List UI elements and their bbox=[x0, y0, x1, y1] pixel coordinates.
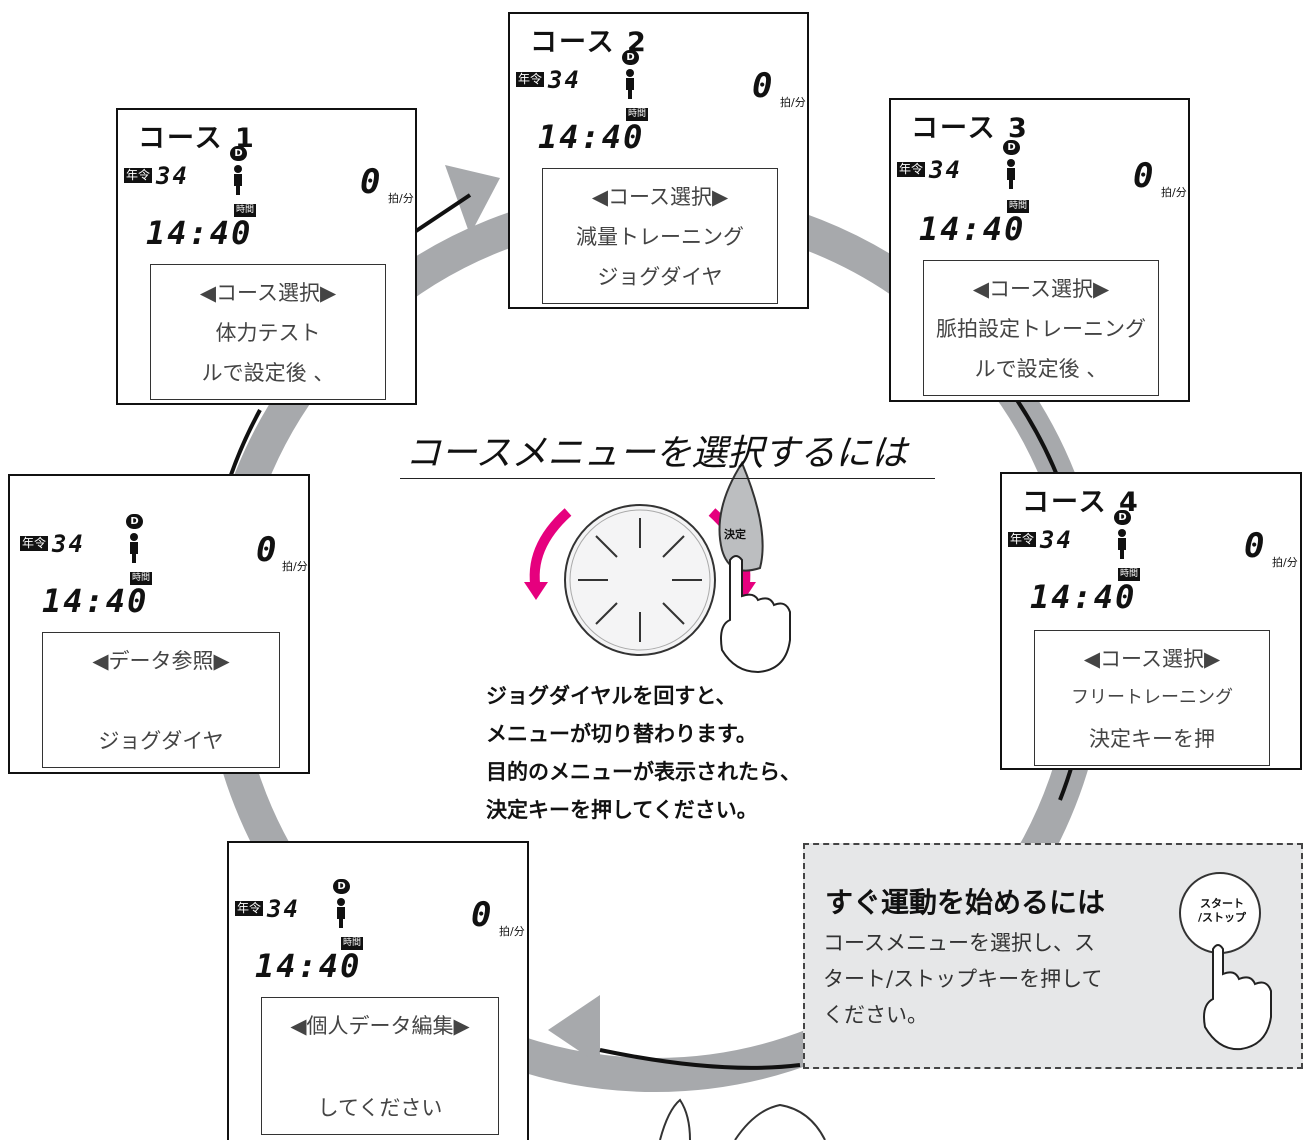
d-icon: D bbox=[126, 514, 143, 529]
quick-start-body-line2: タート/ストップキーを押して bbox=[823, 967, 1103, 991]
person-icon bbox=[130, 533, 138, 563]
time-value: 14:40 bbox=[255, 947, 362, 985]
age-badge: 年令 bbox=[897, 162, 926, 177]
person-icon bbox=[234, 165, 242, 195]
time-value: 14:40 bbox=[538, 118, 645, 156]
age-badge: 年令 bbox=[20, 536, 49, 551]
d-icon: D bbox=[230, 146, 247, 161]
pulse-value: 0 bbox=[1133, 156, 1156, 196]
pulse-value: 0 bbox=[471, 895, 494, 935]
pulse-value: 0 bbox=[256, 530, 279, 570]
menu-screen: ◀個人データ編集▶ してください bbox=[261, 997, 499, 1135]
pulse-unit: 拍/分 bbox=[780, 96, 806, 109]
pulse-unit: 拍/分 bbox=[388, 192, 414, 205]
hand-pointer-icon bbox=[1203, 944, 1272, 1051]
cycle-arrowhead-top bbox=[445, 165, 500, 235]
person-icon bbox=[1007, 159, 1015, 189]
age-badge: 年令 bbox=[1008, 532, 1037, 547]
instruction-line2: メニューが切り替わります。 bbox=[486, 722, 757, 746]
time-value: 14:40 bbox=[919, 210, 1026, 248]
menu-line3: ルで設定後 、 bbox=[201, 361, 335, 385]
age-value: 34 bbox=[52, 530, 85, 558]
pulse-value: 0 bbox=[360, 162, 383, 202]
time-value: 14:40 bbox=[42, 582, 149, 620]
age-badge: 年令 bbox=[235, 901, 264, 916]
time-value: 14:40 bbox=[1030, 578, 1137, 616]
menu-screen: ◀コース選択▶ 脈拍設定トレーニング ルで設定後 、 bbox=[923, 260, 1159, 396]
time-badge: 時間 bbox=[234, 204, 257, 217]
person-icon bbox=[1118, 529, 1126, 559]
menu-screen: ◀コース選択▶ フリートレーニング 決定キーを押 bbox=[1034, 630, 1270, 766]
panel-course2: コース 2 D 年令 34 時間 14:40 0 拍/分 ◀コース選択▶ 減量ト… bbox=[508, 12, 809, 309]
age-value: 34 bbox=[548, 66, 581, 94]
menu-line2: フリートレーニング bbox=[1071, 687, 1233, 708]
cycle-arrowhead-bottom bbox=[548, 995, 600, 1065]
time-badge: 時間 bbox=[130, 572, 153, 585]
pulse-unit: 拍/分 bbox=[1272, 556, 1298, 569]
panel-data-reference: D 年令 34 時間 14:40 0 拍/分 ◀データ参照▶ ジョグダイヤ bbox=[8, 474, 310, 774]
time-badge: 時間 bbox=[1118, 568, 1141, 581]
panel-course4: コース 4 D 年令 34 時間 14:40 0 拍/分 ◀コース選択▶ フリー… bbox=[1000, 472, 1302, 770]
menu-line1: ◀個人データ編集▶ bbox=[290, 1014, 470, 1038]
quick-start-box: すぐ運動を始めるには コースメニューを選択し、ス タート/ストップキーを押して … bbox=[803, 843, 1303, 1069]
menu-line1: ◀コース選択▶ bbox=[1083, 647, 1221, 671]
d-icon: D bbox=[333, 879, 350, 894]
age-badge: 年令 bbox=[516, 72, 545, 87]
age-value: 34 bbox=[156, 162, 189, 190]
hand-pointer-icon bbox=[720, 555, 791, 674]
menu-line2: 体力テスト bbox=[215, 321, 321, 345]
panel-course1: コース 1 D 年令 34 時間 14:40 0 拍/分 ◀コース選択▶ 体力テ… bbox=[116, 108, 417, 405]
pulse-unit: 拍/分 bbox=[1161, 186, 1187, 199]
menu-line3: してください bbox=[317, 1096, 443, 1120]
age-badge: 年令 bbox=[124, 168, 153, 183]
menu-line3: ジョグダイヤ bbox=[98, 729, 224, 753]
menu-line2: 脈拍設定トレーニング bbox=[936, 317, 1146, 341]
instruction-line1: ジョグダイヤルを回すと、 bbox=[486, 684, 737, 708]
menu-line3: ジョグダイヤ bbox=[597, 265, 723, 289]
quick-start-body-line1: コースメニューを選択し、ス bbox=[823, 931, 1095, 955]
quick-start-title: すぐ運動を始めるには bbox=[825, 886, 1106, 919]
instruction-line4: 決定キーを押してください。 bbox=[486, 798, 758, 822]
menu-line1: ◀コース選択▶ bbox=[199, 281, 337, 305]
pulse-value: 0 bbox=[1244, 526, 1267, 566]
time-badge: 時間 bbox=[341, 937, 364, 950]
instruction-line3: 目的のメニューが表示されたら、 bbox=[486, 760, 801, 784]
d-icon: D bbox=[1003, 140, 1020, 155]
person-icon bbox=[337, 898, 345, 928]
rotate-arrow-icon-left bbox=[529, 508, 572, 591]
dial-icon bbox=[564, 504, 716, 656]
start-stop-label-line1: スタート bbox=[1200, 897, 1244, 910]
pulse-unit: 拍/分 bbox=[282, 560, 308, 573]
panel-personal-data-edit: D 年令 34 時間 14:40 0 拍/分 ◀個人データ編集▶ してください bbox=[227, 841, 529, 1140]
menu-screen: ◀コース選択▶ 減量トレーニング ジョグダイヤ bbox=[542, 168, 778, 304]
menu-line1: ◀データ参照▶ bbox=[92, 649, 230, 673]
heading: コースメニューを選択するには bbox=[405, 433, 908, 474]
start-stop-label-line2: /ストップ bbox=[1197, 911, 1247, 924]
menu-line1: ◀コース選択▶ bbox=[972, 277, 1110, 301]
start-stop-button-graphic bbox=[1179, 872, 1272, 1051]
age-value: 34 bbox=[1040, 526, 1073, 554]
menu-line3: ルで設定後 、 bbox=[974, 357, 1108, 381]
person-icon bbox=[626, 69, 634, 99]
panel-course3: コース 3 D 年令 34 時間 14:40 0 拍/分 ◀コース選択▶ 脈拍設… bbox=[889, 98, 1190, 402]
menu-line2: 減量トレーニング bbox=[576, 225, 744, 249]
course-title: コース 3 bbox=[911, 113, 1029, 144]
pulse-value: 0 bbox=[752, 66, 775, 106]
enter-key-icon bbox=[718, 460, 764, 572]
menu-line3: 決定キーを押 bbox=[1089, 727, 1215, 751]
quick-start-body-line3: ください。 bbox=[823, 1003, 928, 1027]
menu-screen: ◀コース選択▶ 体力テスト ルで設定後 、 bbox=[150, 264, 386, 400]
menu-screen: ◀データ参照▶ ジョグダイヤ bbox=[42, 632, 280, 768]
d-icon: D bbox=[622, 50, 639, 65]
d-icon: D bbox=[1114, 510, 1131, 525]
menu-line1: ◀コース選択▶ bbox=[591, 185, 729, 209]
enter-key-label: 決定 bbox=[724, 528, 746, 541]
time-badge: 時間 bbox=[626, 108, 649, 121]
age-value: 34 bbox=[929, 156, 962, 184]
pulse-unit: 拍/分 bbox=[499, 925, 525, 938]
time-value: 14:40 bbox=[146, 214, 253, 252]
time-badge: 時間 bbox=[1007, 200, 1030, 213]
heading-underline bbox=[400, 478, 935, 479]
age-value: 34 bbox=[267, 895, 300, 923]
